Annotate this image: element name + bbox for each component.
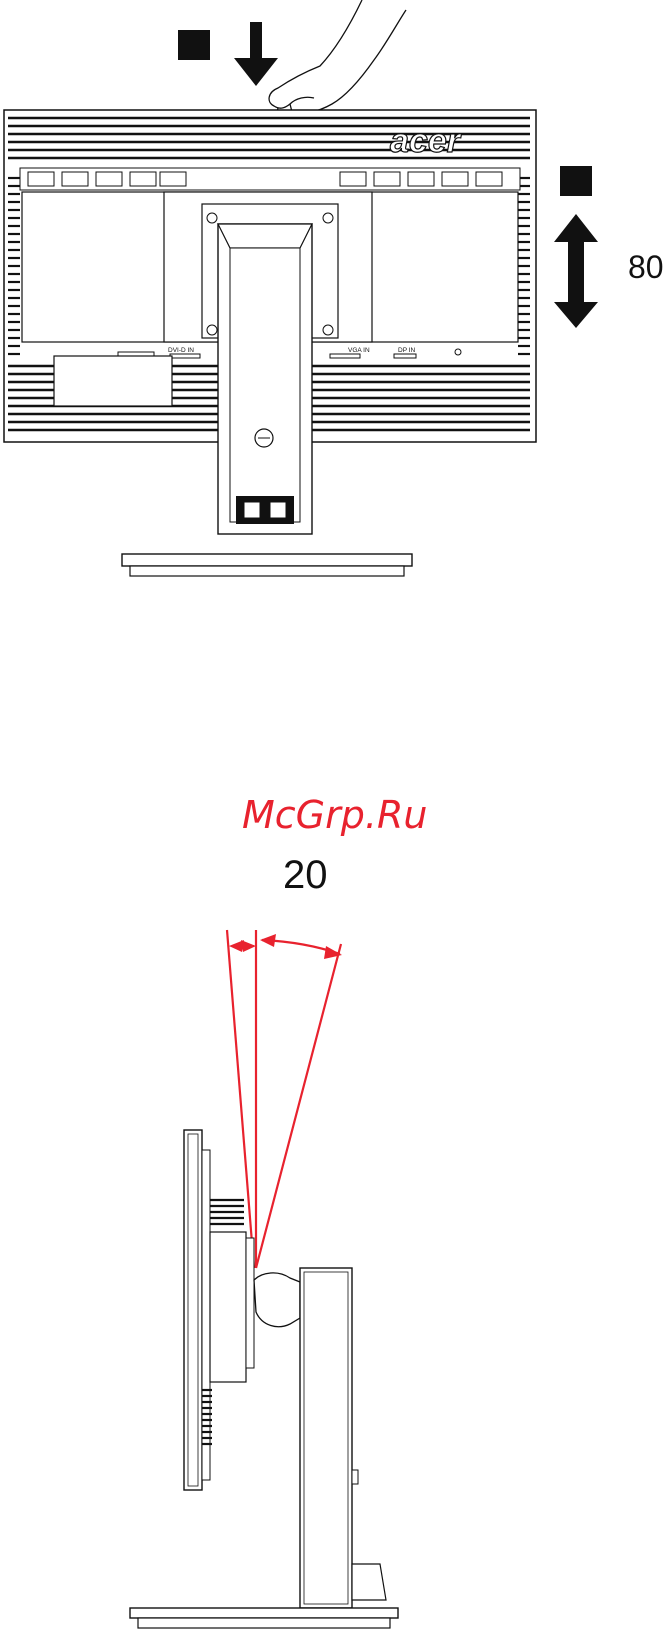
side-stand-inner xyxy=(304,1272,348,1604)
port-label-dvi: DVI-D IN xyxy=(168,347,194,354)
side-stand-brace xyxy=(352,1564,386,1600)
stand-base-foot xyxy=(130,566,404,576)
height-adjust-label: 80 xyxy=(628,249,664,285)
side-mount-bracket xyxy=(246,1238,254,1368)
down-arrow-icon xyxy=(234,22,278,86)
port-label-vga: VGA IN xyxy=(348,347,370,354)
hinge-joint xyxy=(254,1273,300,1327)
stand-base xyxy=(122,554,412,566)
side-stand-button xyxy=(352,1470,358,1484)
tilt-angle-label: 20 xyxy=(283,853,328,897)
side-panel-inner xyxy=(188,1134,198,1486)
brand-logo: acer xyxy=(390,122,462,160)
hinge-strip xyxy=(20,168,520,190)
stand-top xyxy=(218,224,312,248)
side-stand-base xyxy=(130,1608,398,1618)
side-view: 20 xyxy=(130,853,398,1628)
height-arrow-icon xyxy=(554,214,598,328)
side-stand-base-foot xyxy=(138,1618,390,1628)
tilt-lines xyxy=(227,930,341,1268)
square-marker-2 xyxy=(560,166,592,196)
bottom-inset xyxy=(54,356,172,406)
side-back-bulge xyxy=(210,1232,246,1382)
front-view: acer DVI-D IN VGA IN DP IN xyxy=(4,0,664,576)
side-back-housing xyxy=(202,1150,210,1480)
watermark: McGrp.Ru xyxy=(242,793,427,837)
hand-icon xyxy=(269,0,406,118)
square-marker-1 xyxy=(178,30,210,60)
port-label-dp: DP IN xyxy=(398,347,416,354)
stand-inner xyxy=(230,248,300,522)
